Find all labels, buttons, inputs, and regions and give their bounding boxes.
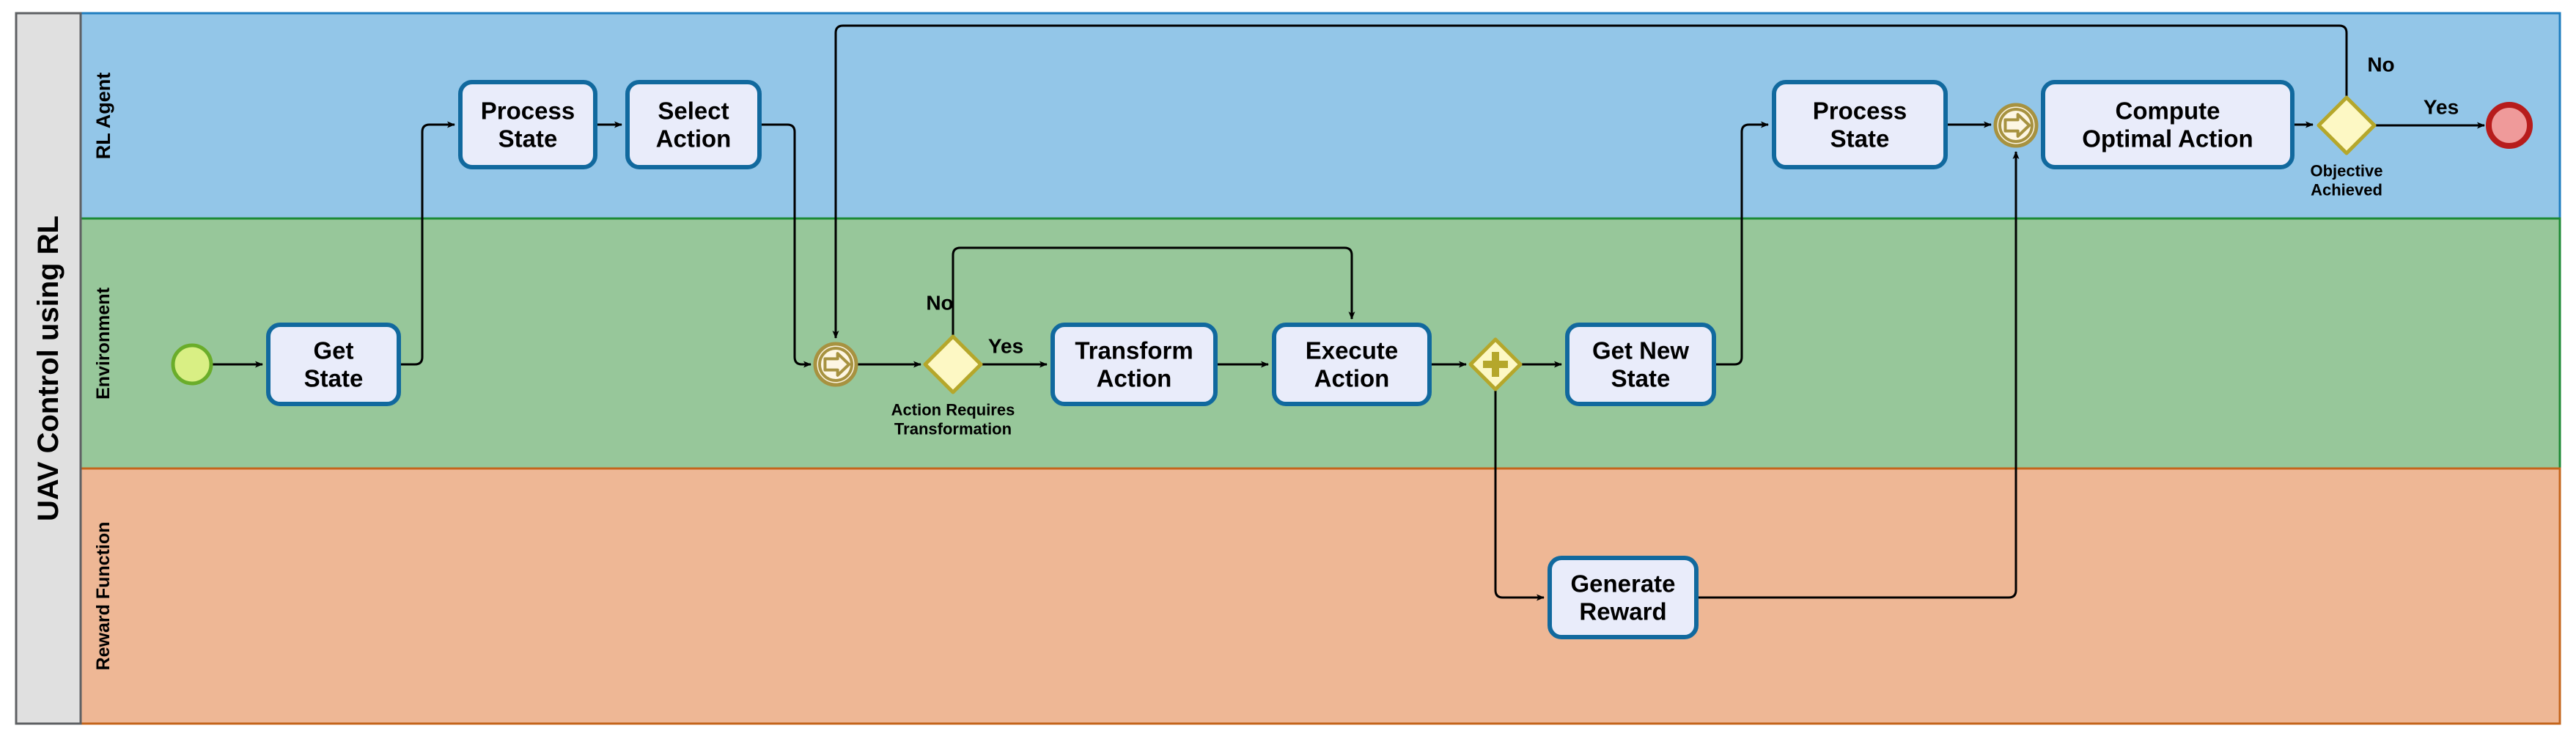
task-label-execute-action-line1: Action bbox=[1314, 365, 1390, 392]
pool-header-band bbox=[15, 12, 82, 725]
task-label-compute-optimal-action-line0: Compute bbox=[2116, 98, 2220, 125]
gateway-caption-action-requires-transformation-line0: Action Requires bbox=[891, 401, 1015, 419]
task-label-execute-action-line0: Execute bbox=[1306, 337, 1399, 364]
flow-label-label-no-objective: No bbox=[2367, 54, 2394, 76]
task-label-generate-reward-line0: Generate bbox=[1570, 570, 1675, 598]
link-event-outer-circle[interactable] bbox=[813, 342, 858, 387]
task-box-execute-action[interactable] bbox=[1272, 323, 1432, 406]
lane-reward-function bbox=[79, 467, 2561, 725]
events-group bbox=[171, 102, 2533, 387]
gateway-caption-objective-achieved-line0: Objective bbox=[2310, 162, 2382, 180]
task-box-process-state-1[interactable] bbox=[458, 80, 597, 169]
flow-flow-get-state-to-process-state-1 bbox=[399, 121, 455, 366]
task-label-select-action-line0: Select bbox=[658, 98, 729, 125]
task-label-get-state-line0: Get bbox=[313, 337, 353, 364]
task-label-process-state-1-line1: State bbox=[498, 125, 558, 152]
parallel-plus-icon bbox=[1483, 352, 1508, 377]
task-label-process-state-1-line0: Process bbox=[481, 98, 575, 125]
gateway-shape-action-requires-transformation[interactable] bbox=[923, 334, 983, 394]
link-event-outer-circle[interactable] bbox=[1993, 103, 2039, 148]
link-event-inner-circle bbox=[1998, 108, 2034, 143]
gateway-caption-objective-achieved-line1: Achieved bbox=[2311, 181, 2382, 199]
task-box-select-action[interactable] bbox=[625, 80, 762, 169]
lane-label-environment: Environment bbox=[93, 287, 114, 399]
tasks-group: GetStateProcessStateSelectActionTransfor… bbox=[266, 80, 2295, 639]
event-end-event[interactable] bbox=[2486, 102, 2533, 149]
flow-flow-select-action-to-link-catch bbox=[759, 123, 812, 368]
task-box-generate-reward[interactable] bbox=[1548, 556, 1699, 639]
flow-flow-gateway-no-to-execute bbox=[952, 246, 1355, 337]
lane-label-reward-function: Reward Function bbox=[93, 522, 114, 671]
pool-header: UAV Control using RL bbox=[15, 12, 82, 725]
flow-label-label-yes-objective: Yes bbox=[2424, 96, 2459, 119]
event-link-catch-environment[interactable] bbox=[813, 342, 858, 387]
task-label-get-new-state-line0: Get New bbox=[1592, 337, 1689, 364]
flow-flow-generate-reward-to-link-catch bbox=[1696, 151, 2020, 599]
end-event-circle[interactable] bbox=[2486, 102, 2533, 149]
gateway-shape-objective-achieved[interactable] bbox=[2316, 95, 2377, 155]
task-box-transform-action[interactable] bbox=[1050, 323, 1218, 406]
task-box-compute-optimal-action[interactable] bbox=[2041, 80, 2295, 169]
gateway-join-parallel[interactable] bbox=[1468, 337, 1523, 391]
lane-label-rl-agent: RL Agent bbox=[92, 73, 114, 160]
flow-flow-get-new-state-to-process-state-2 bbox=[1714, 121, 1769, 366]
task-box-process-state-2[interactable] bbox=[1772, 80, 1948, 169]
gateway-caption-action-requires-transformation-line1: Transformation bbox=[894, 420, 1012, 438]
task-label-transform-action-line1: Action bbox=[1097, 365, 1172, 392]
flow-flow-objective-no-return bbox=[832, 24, 2348, 339]
link-arrow-icon bbox=[2003, 113, 2031, 138]
flow-label-label-no-transform: No bbox=[926, 292, 953, 315]
start-event-circle[interactable] bbox=[171, 343, 213, 386]
event-start-event[interactable] bbox=[171, 343, 213, 386]
task-box-get-new-state[interactable] bbox=[1565, 323, 1716, 406]
link-event-inner-circle bbox=[818, 347, 853, 382]
sequence-flows-group bbox=[213, 24, 2485, 601]
task-label-process-state-2-line0: Process bbox=[1813, 98, 1907, 125]
link-arrow-icon bbox=[823, 352, 851, 377]
flow-flow-join-to-generate-reward bbox=[1494, 389, 1545, 601]
task-label-generate-reward-line1: Reward bbox=[1579, 598, 1666, 625]
pool-title: UAV Control using RL bbox=[32, 216, 65, 521]
flow-label-label-yes-transform: Yes bbox=[988, 335, 1023, 358]
lane-band-reward-function bbox=[79, 467, 2561, 725]
task-label-get-state-line1: State bbox=[304, 365, 364, 392]
gateways-group: Action RequiresTransformationObjectiveAc… bbox=[891, 95, 2383, 438]
task-label-process-state-2-line1: State bbox=[1830, 125, 1890, 152]
task-label-transform-action-line0: Transform bbox=[1075, 337, 1193, 364]
task-label-compute-optimal-action-line1: Optimal Action bbox=[2082, 125, 2253, 152]
task-label-select-action-line1: Action bbox=[656, 125, 732, 152]
event-link-catch-rl-agent[interactable] bbox=[1993, 103, 2039, 148]
task-box-get-state[interactable] bbox=[266, 323, 401, 406]
task-label-get-new-state-line1: State bbox=[1611, 365, 1671, 392]
